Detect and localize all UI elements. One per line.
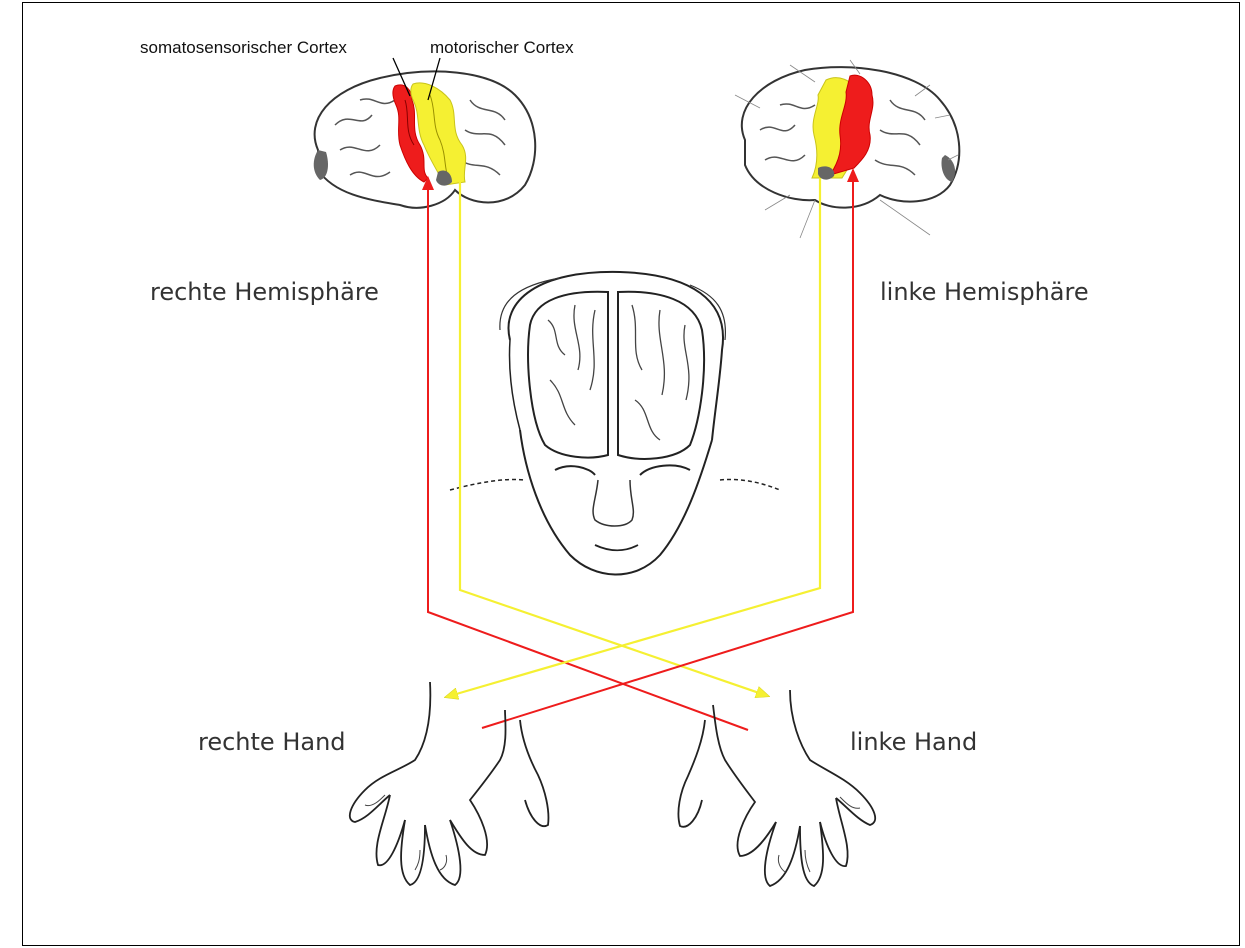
yellow-path-right-hemisphere [460,178,768,696]
label-motor-cortex: motorischer Cortex [430,38,574,58]
label-somatosensory-cortex: somatosensorischer Cortex [140,38,347,58]
label-left-hand: linke Hand [850,728,977,756]
head-front-view [450,272,780,575]
brain-right-hemisphere [314,71,536,207]
label-right-hand: rechte Hand [198,728,346,756]
label-right-hemisphere: rechte Hemisphäre [150,278,379,306]
left-hand-drawing [678,690,875,886]
right-hand-drawing [350,682,549,885]
brain-left-hemisphere [735,60,959,238]
label-left-hemisphere: linke Hemisphäre [880,278,1089,306]
